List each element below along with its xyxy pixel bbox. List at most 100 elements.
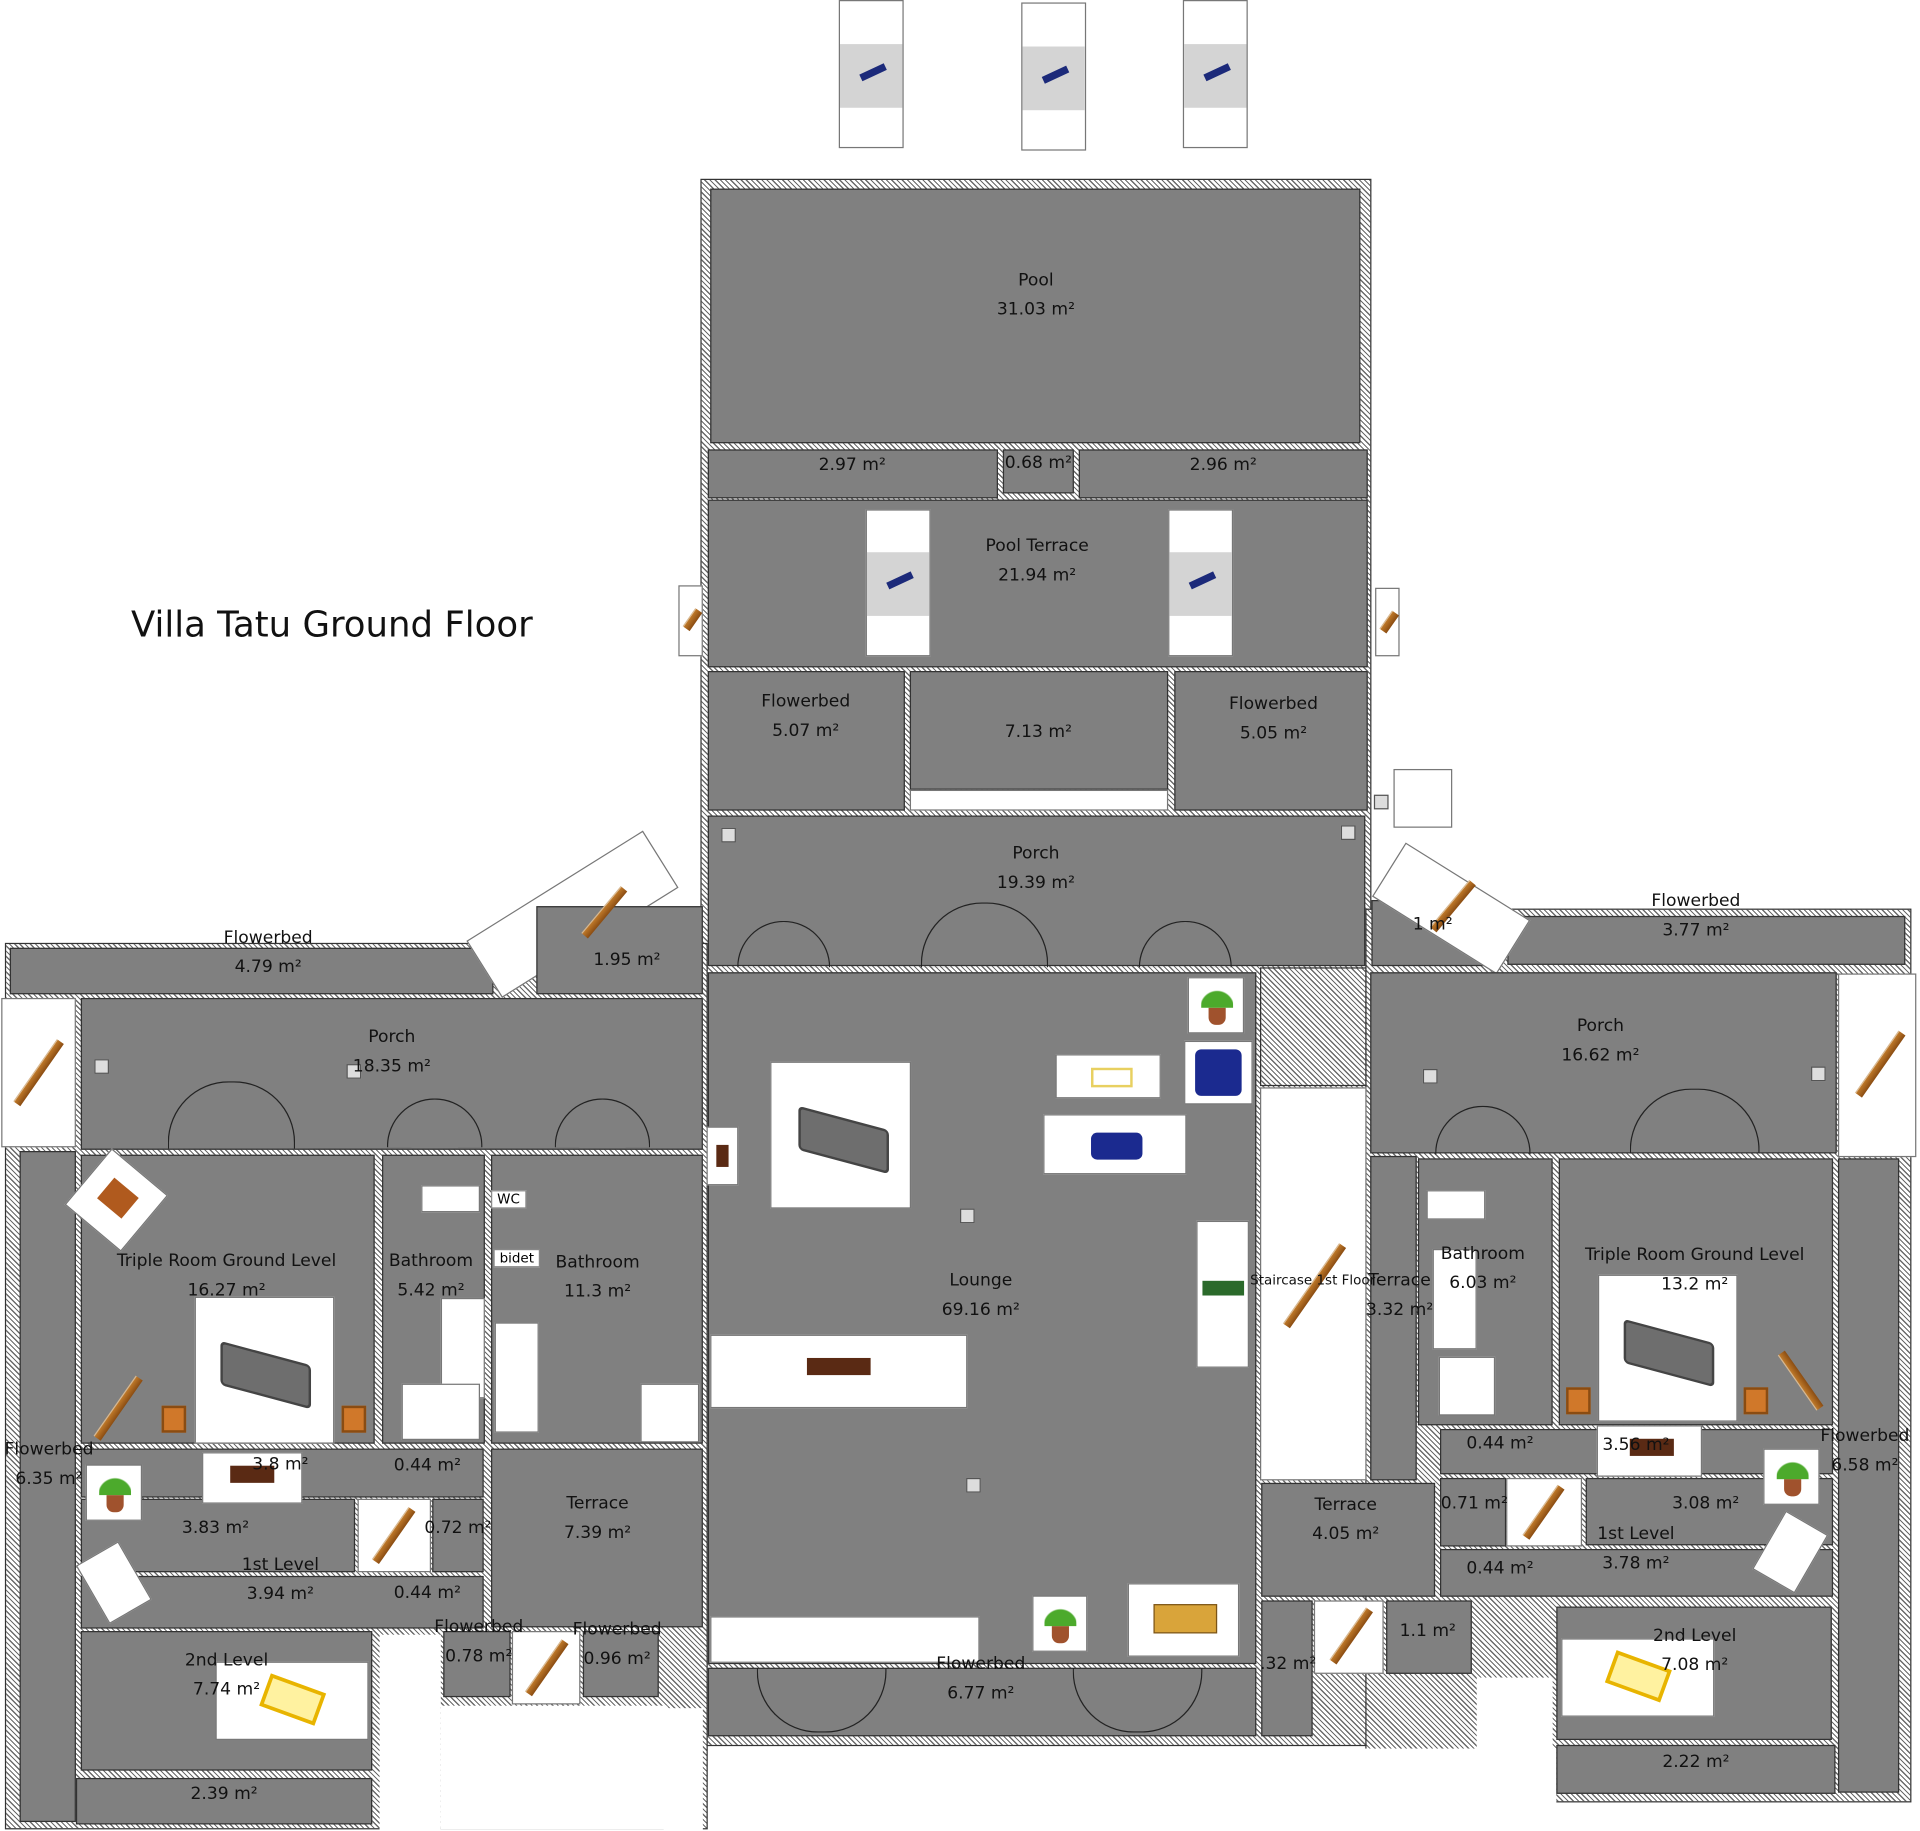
nightstand[interactable] xyxy=(1743,1387,1769,1415)
sideboard[interactable] xyxy=(1127,1583,1240,1657)
column xyxy=(346,1064,362,1079)
washbasin[interactable] xyxy=(494,1322,539,1433)
room-flowerbed-south[interactable] xyxy=(707,1667,1257,1737)
plant[interactable] xyxy=(1763,1448,1820,1505)
wc-label: WC xyxy=(491,1190,526,1209)
stair-box[interactable] xyxy=(1375,587,1400,657)
cutout xyxy=(1476,1677,1553,1752)
desk[interactable] xyxy=(1196,1220,1249,1368)
room-flowerbed-6-58[interactable] xyxy=(1837,1158,1900,1793)
room-0-32[interactable] xyxy=(1261,1600,1313,1737)
column xyxy=(1422,1068,1438,1084)
room-pool[interactable] xyxy=(710,188,1361,444)
stair-strip[interactable] xyxy=(909,789,1169,811)
plant[interactable] xyxy=(85,1464,143,1521)
armchair[interactable] xyxy=(1184,1040,1253,1105)
double-bed[interactable] xyxy=(1597,1274,1738,1422)
room-2-39[interactable] xyxy=(75,1777,373,1825)
toilet[interactable] xyxy=(1426,1190,1486,1220)
desk[interactable] xyxy=(1596,1425,1703,1477)
room-label: Staircase 1st Floor xyxy=(1250,1272,1376,1289)
room-strip-left[interactable] xyxy=(707,449,998,499)
room-strip-mid[interactable] xyxy=(1002,449,1074,494)
room-label: 0.44 m² xyxy=(393,1583,461,1603)
sunbed[interactable] xyxy=(1168,509,1234,657)
double-bed[interactable] xyxy=(770,1061,912,1209)
sunbed[interactable] xyxy=(838,0,904,149)
plant[interactable] xyxy=(1187,977,1245,1034)
stair-box[interactable] xyxy=(678,585,703,657)
room-strip-right[interactable] xyxy=(1078,449,1368,499)
plan-title: Villa Tatu Ground Floor xyxy=(131,603,533,646)
room-3-94[interactable] xyxy=(80,1575,484,1629)
single-bed[interactable] xyxy=(215,1661,369,1741)
plant[interactable] xyxy=(1032,1595,1088,1652)
room-flowerbed-6-35[interactable] xyxy=(19,1151,76,1823)
washbasin[interactable] xyxy=(1432,1248,1477,1350)
toilet[interactable] xyxy=(421,1185,481,1213)
room-flowerbed-3-77[interactable] xyxy=(1507,915,1906,965)
sunbed[interactable] xyxy=(865,509,931,657)
washbasin[interactable] xyxy=(440,1297,485,1399)
bidet-label: bidet xyxy=(493,1248,541,1268)
nightstand[interactable] xyxy=(341,1405,367,1433)
kitchen-units[interactable] xyxy=(710,1616,980,1663)
room-staircase[interactable] xyxy=(1260,1087,1367,1481)
coffee-table[interactable] xyxy=(1055,1054,1161,1099)
cutout xyxy=(379,1634,441,1831)
sofa[interactable] xyxy=(1043,1114,1187,1175)
single-bed[interactable] xyxy=(1561,1638,1715,1717)
column xyxy=(1811,1066,1826,1082)
room-label: 0.44 m² xyxy=(1466,1558,1534,1579)
shower[interactable] xyxy=(401,1383,481,1441)
shower[interactable] xyxy=(640,1383,700,1443)
room-terrace-7-39[interactable] xyxy=(491,1448,703,1628)
room-terrace-3-32[interactable] xyxy=(1370,1155,1417,1481)
room-flowerbed[interactable] xyxy=(707,671,905,811)
sunbed[interactable] xyxy=(1182,0,1248,149)
room-0-72[interactable] xyxy=(432,1498,484,1573)
room-label: 2.96 m² xyxy=(1189,455,1257,476)
room-7-13[interactable] xyxy=(909,671,1169,790)
cabinet[interactable] xyxy=(706,1126,739,1186)
nightstand[interactable] xyxy=(161,1405,187,1433)
room-pool-terrace[interactable] xyxy=(707,499,1368,668)
cutout xyxy=(1317,1748,1557,1830)
room-1-1[interactable] xyxy=(1386,1600,1472,1674)
room-flowerbed-0-78[interactable] xyxy=(443,1631,511,1698)
room-0-71[interactable] xyxy=(1440,1477,1507,1547)
sunbed[interactable] xyxy=(1021,2,1087,151)
room-flowerbed-0-96[interactable] xyxy=(582,1631,659,1698)
room-label: 7.13 m² xyxy=(1004,722,1072,743)
nightstand[interactable] xyxy=(1566,1387,1591,1415)
column xyxy=(94,1059,109,1074)
room-terrace-4-05[interactable] xyxy=(1261,1482,1436,1597)
room-flowerbed[interactable] xyxy=(1174,671,1368,811)
room-2-22[interactable] xyxy=(1556,1744,1836,1794)
dining-table[interactable] xyxy=(710,1334,968,1409)
desk[interactable] xyxy=(202,1452,303,1504)
shower[interactable] xyxy=(1393,768,1453,828)
room-flowerbed-4-79[interactable] xyxy=(9,947,494,995)
shower[interactable] xyxy=(1438,1356,1496,1416)
room-1-95[interactable] xyxy=(536,906,703,995)
double-bed[interactable] xyxy=(194,1296,335,1444)
